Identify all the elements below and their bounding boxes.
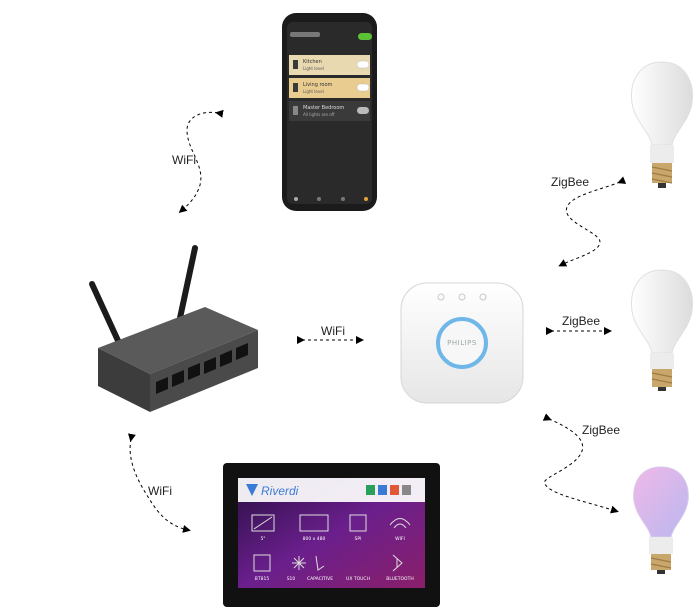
display-feature: CAPACITIVE: [307, 576, 333, 582]
phone-row-name: Living room: [303, 82, 333, 88]
display-feature-icons: [251, 514, 411, 572]
bridge-brand: PHILIPS: [447, 339, 477, 347]
label-wifi-display: WiFi: [148, 484, 172, 498]
phone-row-kitchen[interactable]: Kitchen Light level: [289, 55, 370, 75]
connector-bridge-bulb-bottom: [542, 413, 619, 514]
white-bulb-top: [630, 61, 694, 188]
display-feature: WIFI: [395, 536, 405, 542]
display-feature: 5": [261, 536, 266, 542]
phone-nav-bar: [294, 197, 368, 201]
touch-display: Riverdi 5" 800 x 480 SPI WIFI BT815 S10 …: [223, 463, 440, 607]
phone-row-name: Master Bedroom: [303, 105, 344, 111]
hue-bridge: PHILIPS: [400, 282, 524, 404]
display-feature: S10: [287, 576, 296, 582]
wifi-router: [89, 245, 258, 412]
white-bulb-middle: [630, 269, 694, 391]
label-zigbee-top: ZigBee: [551, 175, 589, 189]
connectors: [128, 109, 627, 533]
label-zigbee-bottom: ZigBee: [582, 423, 620, 437]
display-feature: UX TOUCH: [346, 576, 370, 582]
label-wifi-bridge: WiFi: [321, 324, 345, 338]
color-bulb-bottom: [633, 466, 689, 574]
phone-row-sub: All lights are off: [303, 112, 335, 117]
connector-phone-router: [178, 109, 224, 213]
display-feature: 800 x 480: [303, 536, 326, 542]
display-feature: BLUETOOTH: [386, 576, 413, 582]
label-wifi-phone: WiFi: [172, 153, 196, 167]
phone-row-name: Kitchen: [303, 59, 322, 65]
phone-row-living-room[interactable]: Living room Light level: [289, 78, 370, 98]
display-feature: SPI: [355, 536, 362, 542]
display-brand: Riverdi: [261, 484, 299, 498]
phone-row-master-bedroom[interactable]: Master Bedroom All lights are off: [289, 101, 370, 121]
phone-row-sub: Light level: [303, 89, 324, 94]
connector-bridge-bulb-top: [558, 176, 627, 267]
label-zigbee-middle: ZigBee: [562, 314, 600, 328]
smartphone: Kitchen Light level Living room Light le…: [282, 13, 377, 211]
display-feature: BT815: [255, 576, 270, 582]
phone-row-sub: Light level: [303, 66, 324, 71]
